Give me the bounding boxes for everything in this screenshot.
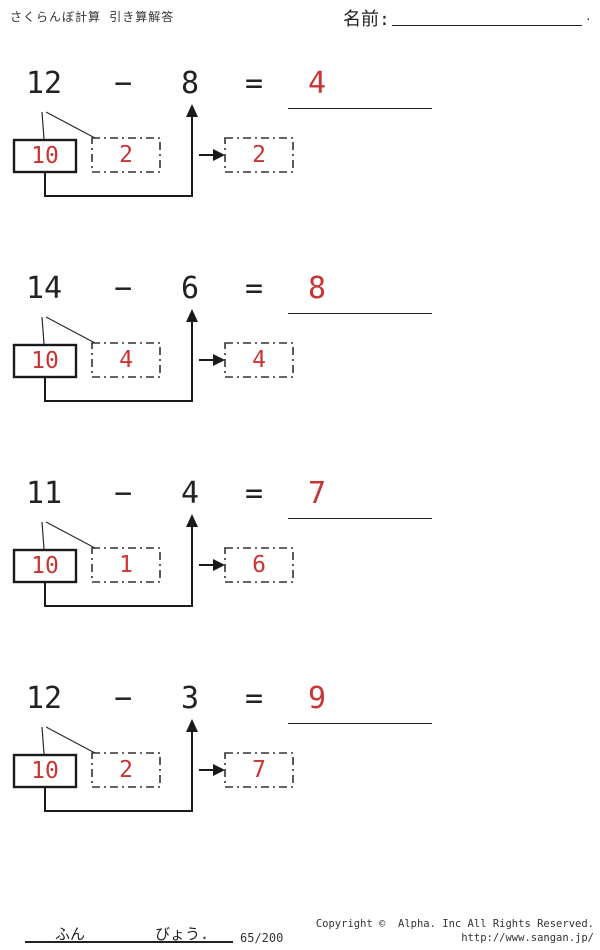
split-line-left: [41, 521, 45, 550]
split-line-left: [41, 316, 45, 345]
minutes-label: ふん: [55, 925, 86, 943]
result-arrowhead-icon: [213, 559, 225, 571]
page-title: さくらんぼ計算 引き算解答: [10, 10, 175, 24]
answer-value: 4: [308, 66, 327, 101]
subtrahend: 3: [181, 681, 200, 716]
copyright-notice: Copyright © Alpha. Inc All Rights Reserv…: [316, 917, 594, 945]
carry-arrowhead-icon: [186, 514, 198, 527]
problem-block-1: 12 − 8 = 4 10 2 2: [0, 69, 600, 255]
split-line-right: [45, 726, 96, 754]
seconds-label: びょう.: [155, 925, 210, 943]
subtrahend: 6: [181, 271, 200, 306]
carry-arrow-path: [44, 320, 193, 402]
ones-value: 4: [119, 346, 133, 373]
minus-sign: −: [114, 66, 133, 101]
split-line-right: [45, 111, 96, 139]
subtrahend: 4: [181, 476, 200, 511]
problem-block-4: 12 − 3 = 9 10 2 7: [0, 684, 600, 870]
tens-value: 10: [31, 347, 59, 374]
copyright-url: http://www.sangan.jp/: [461, 932, 594, 945]
cherry-diagram: [12, 104, 294, 197]
ones-box: [91, 137, 161, 173]
ones-box: [91, 342, 161, 378]
subtrahend: 8: [181, 66, 200, 101]
name-underline: [392, 25, 582, 26]
result-value: 7: [252, 756, 266, 783]
answer-value: 7: [308, 476, 327, 511]
result-arrowhead-icon: [213, 149, 225, 161]
name-line-dot: .: [585, 10, 592, 23]
result-value: 4: [252, 346, 266, 373]
result-value: 6: [252, 551, 266, 578]
copyright-line1: Copyright © Alpha. Inc All Rights Reserv…: [315, 918, 594, 930]
minuend: 14: [26, 271, 63, 306]
split-line-left: [41, 111, 45, 140]
tens-value: 10: [31, 552, 59, 579]
split-line-left: [41, 726, 45, 755]
carry-arrowhead-icon: [186, 309, 198, 322]
cherry-diagram: [12, 719, 294, 812]
carry-arrow-path: [44, 730, 193, 812]
ones-box: [91, 752, 161, 788]
ones-value: 1: [119, 551, 133, 578]
carry-arrow-path: [44, 525, 193, 607]
ones-value: 2: [119, 756, 133, 783]
equals-sign: =: [245, 66, 264, 101]
carry-arrow-path: [44, 115, 193, 197]
tens-value: 10: [31, 142, 59, 169]
carry-arrowhead-icon: [186, 719, 198, 732]
result-value: 2: [252, 141, 266, 168]
split-line-right: [45, 521, 96, 549]
cherry-diagram: [12, 309, 294, 402]
name-label: 名前:: [343, 9, 390, 30]
split-line-right: [45, 316, 96, 344]
answer-underline: [288, 313, 432, 314]
ones-value: 2: [119, 141, 133, 168]
minus-sign: −: [114, 271, 133, 306]
equals-sign: =: [245, 476, 264, 511]
problem-block-3: 11 − 4 = 7 10 1 6: [0, 479, 600, 665]
time-underline: [25, 941, 233, 943]
minuend: 11: [26, 476, 63, 511]
minus-sign: −: [114, 476, 133, 511]
answer-value: 8: [308, 271, 327, 306]
ones-box: [91, 547, 161, 583]
minuend: 12: [26, 681, 63, 716]
answer-value: 9: [308, 681, 327, 716]
equals-sign: =: [245, 271, 264, 306]
answer-underline: [288, 518, 432, 519]
carry-arrowhead-icon: [186, 104, 198, 117]
result-arrowhead-icon: [213, 764, 225, 776]
problem-block-2: 14 − 6 = 8 10 4 4: [0, 274, 600, 460]
result-arrowhead-icon: [213, 354, 225, 366]
answer-underline: [288, 108, 432, 109]
tens-value: 10: [31, 757, 59, 784]
answer-underline: [288, 723, 432, 724]
page-number: 65/200: [240, 931, 284, 945]
minuend: 12: [26, 66, 63, 101]
cherry-diagram: [12, 514, 294, 607]
minus-sign: −: [114, 681, 133, 716]
equals-sign: =: [245, 681, 264, 716]
